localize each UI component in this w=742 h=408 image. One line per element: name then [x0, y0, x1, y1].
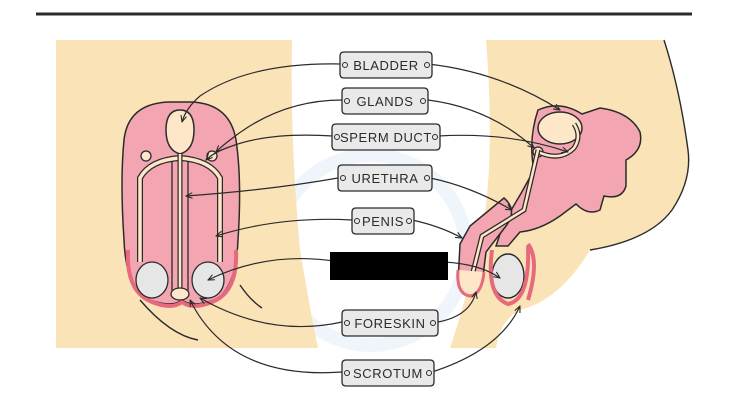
front-scrotum-rim [125, 249, 239, 308]
side-foreskin [456, 269, 486, 298]
front-view [56, 40, 318, 348]
side-urethra-fill [468, 149, 540, 285]
front-sperm-duct-right-fill [179, 156, 222, 262]
front-testis-left [135, 261, 169, 299]
front-gland-left [140, 150, 152, 162]
label-bladder-text: BLADDER [353, 58, 419, 73]
label-penis: PENIS [351, 207, 415, 235]
front-sperm-duct-left-fill [138, 156, 181, 262]
label-scrotum: SCROTUM [341, 359, 435, 387]
leader-sperm-duct-right [437, 134, 568, 152]
leader-bladder-right [427, 63, 560, 110]
redaction-box [330, 252, 448, 280]
side-scrotum-tail [526, 242, 536, 301]
label-urethra-text: URETHRA [351, 171, 418, 186]
label-redacted [330, 252, 448, 280]
label-scrotum-text: SCROTUM [353, 366, 423, 381]
leader-foreskin-right [437, 292, 476, 323]
side-sperm-duct-fill [537, 123, 580, 158]
side-scrotum [488, 245, 531, 307]
label-urethra: URETHRA [337, 164, 433, 192]
label-foreskin: FORESKIN [341, 309, 439, 337]
leader-foreskin-left [200, 298, 343, 328]
leader-urethra-right [429, 177, 512, 210]
leader-sperm-duct-left [206, 134, 334, 160]
label-penis-text: PENIS [362, 214, 404, 229]
label-sperm-duct-text: SPERM DUCT [340, 130, 432, 145]
thigh-outline-right [239, 284, 263, 309]
side-organ-mass [494, 105, 642, 247]
front-bladder [165, 109, 195, 155]
leader-penis-left [216, 218, 353, 236]
side-view [450, 39, 690, 348]
front-foreskin [170, 287, 190, 301]
leader-scrotum-right [431, 306, 520, 373]
label-sperm-duct: SPERM DUCT [331, 123, 441, 151]
thigh-outline-left [139, 299, 199, 341]
label-foreskin-text: FORESKIN [354, 316, 425, 331]
leader-urethra-left [186, 177, 339, 196]
label-glands-text: GLANDS [356, 94, 413, 109]
leader-testis-left [208, 258, 341, 280]
label-glands: GLANDS [341, 87, 429, 115]
leader-lines [182, 63, 568, 374]
side-bladder [537, 111, 583, 145]
leader-testis-right [443, 261, 500, 278]
leader-glands-right [427, 99, 534, 148]
leader-scrotum-left [190, 300, 343, 374]
label-bladder: BLADDER [339, 51, 433, 79]
leader-penis-right [411, 219, 462, 238]
leader-bladder-left [182, 63, 343, 122]
leader-glands-left [216, 99, 343, 152]
side-body-outline [589, 39, 690, 251]
